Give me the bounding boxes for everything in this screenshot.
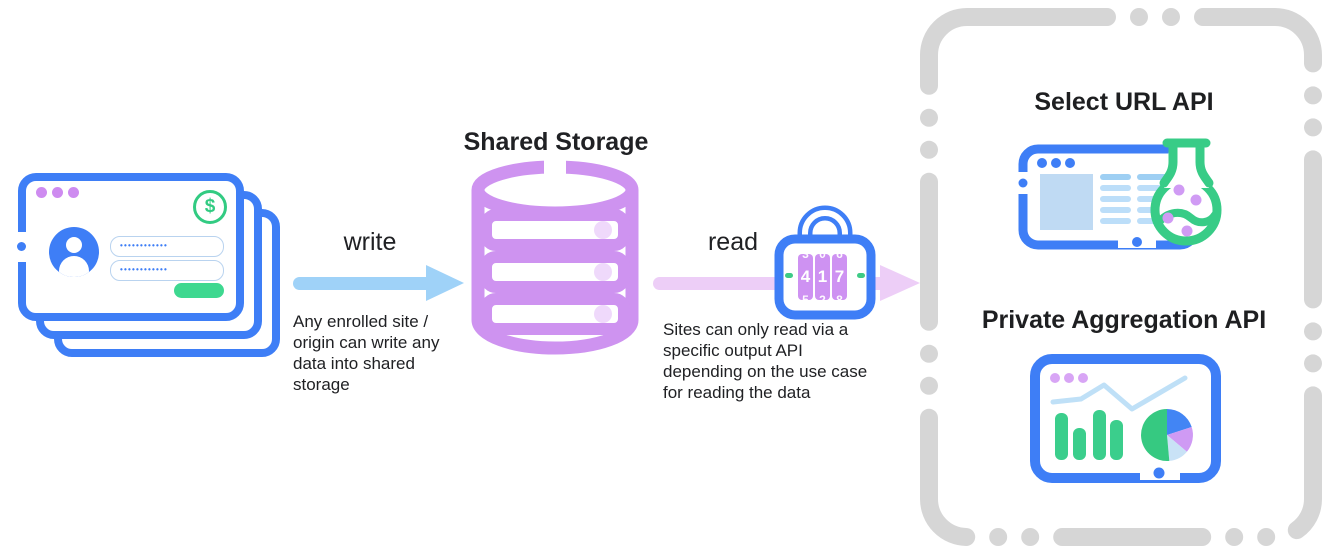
combination-lock-icon: 3 4 5 0 1 2 6 7 8	[770, 196, 880, 326]
database-drive-lights	[594, 221, 612, 323]
avatar-head	[66, 237, 82, 253]
flask-bubbles	[1162, 184, 1202, 237]
dollar-icon: $	[193, 190, 227, 224]
read-arrow-head	[880, 265, 920, 301]
password-dots: ••••••••••••	[120, 265, 169, 274]
write-label: write	[343, 228, 397, 256]
line-chart	[1050, 375, 1188, 412]
window-control-dot	[52, 187, 63, 198]
submit-button	[174, 283, 224, 298]
lock-dial-wheel: 6 7 8	[832, 254, 847, 300]
password-dots: ••••••••••••	[120, 241, 169, 250]
window-control-dot	[36, 187, 47, 198]
dashboard-charts-icon	[1030, 354, 1221, 483]
write-description: Any enrolled site / origin can write any…	[293, 312, 440, 394]
dollar-symbol: $	[204, 196, 216, 217]
password-field: ••••••••••••	[110, 260, 224, 281]
window-control-dot	[68, 187, 79, 198]
browser-border-dot	[1018, 178, 1028, 188]
database-icon	[471, 160, 639, 355]
browser-flask-icon	[1018, 138, 1222, 250]
select-url-api-title: Select URL API	[1034, 88, 1214, 116]
browser-content-panel	[1040, 174, 1093, 230]
browser-border-dot	[1132, 237, 1142, 247]
browser-control-dots	[1037, 158, 1075, 168]
private-aggregation-api-title: Private Aggregation API	[981, 306, 1267, 334]
lock-dial-wheel: 0 1 2	[815, 254, 830, 300]
read-label: read	[707, 228, 759, 256]
lock-dials: 3 4 5 0 1 2 6 7 8	[798, 254, 847, 300]
write-arrow	[293, 277, 427, 290]
read-description: Sites can only read via a specific outpu…	[663, 320, 868, 402]
window-border-dot	[17, 242, 26, 251]
dial-marker-right	[857, 273, 865, 278]
flask-icon	[1150, 138, 1222, 246]
pie-chart	[1141, 409, 1193, 461]
avatar-torso	[59, 256, 89, 277]
shared-storage-title: Shared Storage	[463, 128, 649, 156]
dashboard-border-dot	[1153, 467, 1165, 479]
write-arrow-head	[426, 265, 464, 301]
password-field: ••••••••••••	[110, 236, 224, 257]
lock-dial-wheel: 3 4 5	[798, 254, 813, 300]
dial-marker-left	[785, 273, 793, 278]
bar-chart	[1055, 410, 1123, 460]
avatar-icon	[49, 227, 99, 277]
dashboard-control-dots	[1050, 373, 1088, 383]
